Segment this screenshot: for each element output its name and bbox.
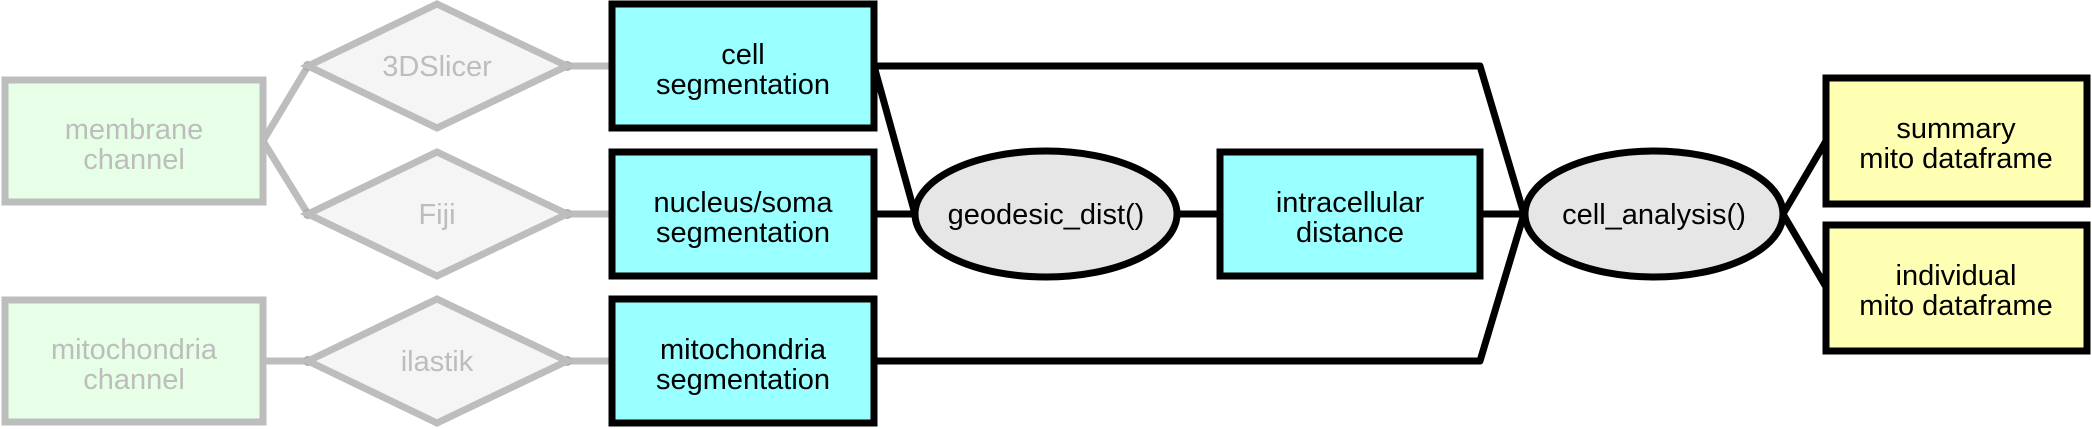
connector-analysis-summary bbox=[1779, 139, 1830, 216]
cell-analysis-ellipse: cell_analysis() bbox=[1521, 147, 1787, 281]
membrane-channel-line1: membrane bbox=[65, 114, 204, 146]
connector-mito-analysis bbox=[874, 212, 1528, 365]
mito-channel-line2: channel bbox=[83, 364, 185, 396]
connector-cell-geodesic bbox=[870, 65, 919, 215]
summary-line1: summary bbox=[1896, 113, 2016, 145]
intracellular-distance-box: intracellular distance bbox=[1216, 148, 1484, 280]
mito-segmentation-box: mitochondria segmentation bbox=[608, 295, 878, 427]
black-connectors bbox=[870, 62, 1830, 365]
distance-line2: distance bbox=[1296, 217, 1404, 249]
geodesic-label: geodesic_dist() bbox=[948, 199, 1145, 231]
mitochondria-channel-box: mitochondria channel bbox=[1, 296, 267, 426]
membrane-channel-box: membrane channel bbox=[1, 76, 267, 206]
ilastik-label: ilastik bbox=[401, 346, 474, 378]
mito-seg-line2: segmentation bbox=[656, 364, 830, 396]
nucleus-seg-line1: nucleus/soma bbox=[654, 187, 834, 219]
connector-membrane-slicer bbox=[259, 64, 312, 143]
cell-analysis-label: cell_analysis() bbox=[1562, 199, 1746, 231]
summary-line2: mito dataframe bbox=[1859, 143, 2052, 175]
individual-dataframe-box: individual mito dataframe bbox=[1822, 221, 2091, 355]
individual-line1: individual bbox=[1896, 260, 2017, 292]
slicer-diamond: 3DSlicer bbox=[299, 0, 576, 132]
connector-cell-analysis-top bbox=[874, 62, 1528, 215]
distance-line1: intracellular bbox=[1276, 187, 1425, 219]
mito-seg-line1: mitochondria bbox=[660, 334, 827, 366]
fiji-diamond: Fiji bbox=[299, 148, 576, 280]
nucleus-seg-line2: segmentation bbox=[656, 217, 830, 249]
ilastik-diamond: ilastik bbox=[299, 295, 576, 427]
membrane-channel-line2: channel bbox=[83, 144, 185, 176]
slicer-label: 3DSlicer bbox=[382, 51, 492, 83]
summary-dataframe-box: summary mito dataframe bbox=[1822, 74, 2091, 208]
cell-seg-line1: cell bbox=[721, 39, 765, 71]
individual-line2: mito dataframe bbox=[1859, 290, 2052, 322]
cell-seg-line2: segmentation bbox=[656, 69, 830, 101]
nucleus-segmentation-box: nucleus/soma segmentation bbox=[608, 148, 878, 280]
geodesic-dist-ellipse: geodesic_dist() bbox=[911, 147, 1181, 281]
cell-segmentation-box: cell segmentation bbox=[608, 0, 878, 132]
connector-analysis-individual bbox=[1779, 212, 1830, 289]
fiji-label: Fiji bbox=[418, 199, 455, 231]
mito-channel-line1: mitochondria bbox=[51, 334, 218, 366]
connector-membrane-fiji bbox=[260, 139, 311, 216]
